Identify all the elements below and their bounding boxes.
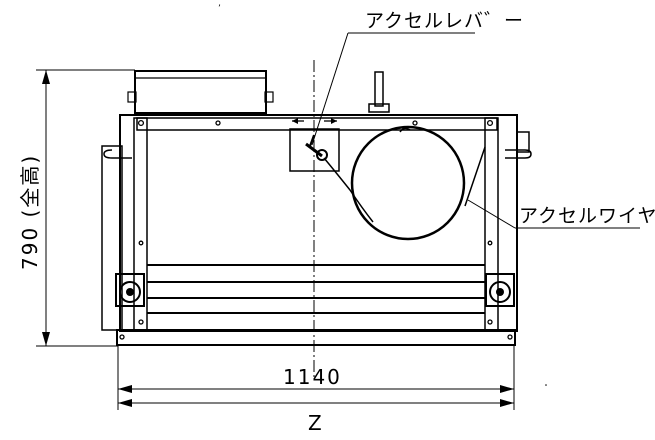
overall-dimension: Z bbox=[118, 399, 514, 435]
top-cover-box bbox=[127, 70, 274, 114]
lower-panels bbox=[147, 264, 485, 314]
accel-lever-callout: アクセルレバ゛ー bbox=[311, 10, 524, 146]
accel-lever-label: アクセルレバ゛ー bbox=[365, 10, 524, 32]
overall-dimension-label: Z bbox=[308, 411, 322, 435]
height-dimension-label: 790 (全高) bbox=[18, 154, 42, 270]
left-wheel bbox=[115, 273, 145, 307]
stray-dot bbox=[545, 384, 547, 386]
main-frame bbox=[101, 114, 532, 332]
accel-lever-assembly bbox=[289, 118, 340, 172]
width-dimension-label: 1140 bbox=[283, 365, 342, 389]
base-plate bbox=[116, 329, 516, 346]
accel-wire-callout: アクセルワイヤ bbox=[467, 199, 655, 229]
accel-wire bbox=[323, 146, 486, 223]
stray-mark: ʼ bbox=[218, 4, 221, 14]
accel-wire-label: アクセルワイヤ bbox=[519, 205, 655, 227]
wire-drum bbox=[350, 125, 466, 241]
height-dimension: 790 (全高) bbox=[18, 69, 135, 347]
width-dimension: 1140 bbox=[117, 346, 515, 410]
right-wheel bbox=[485, 273, 515, 307]
top-handle bbox=[368, 71, 390, 113]
